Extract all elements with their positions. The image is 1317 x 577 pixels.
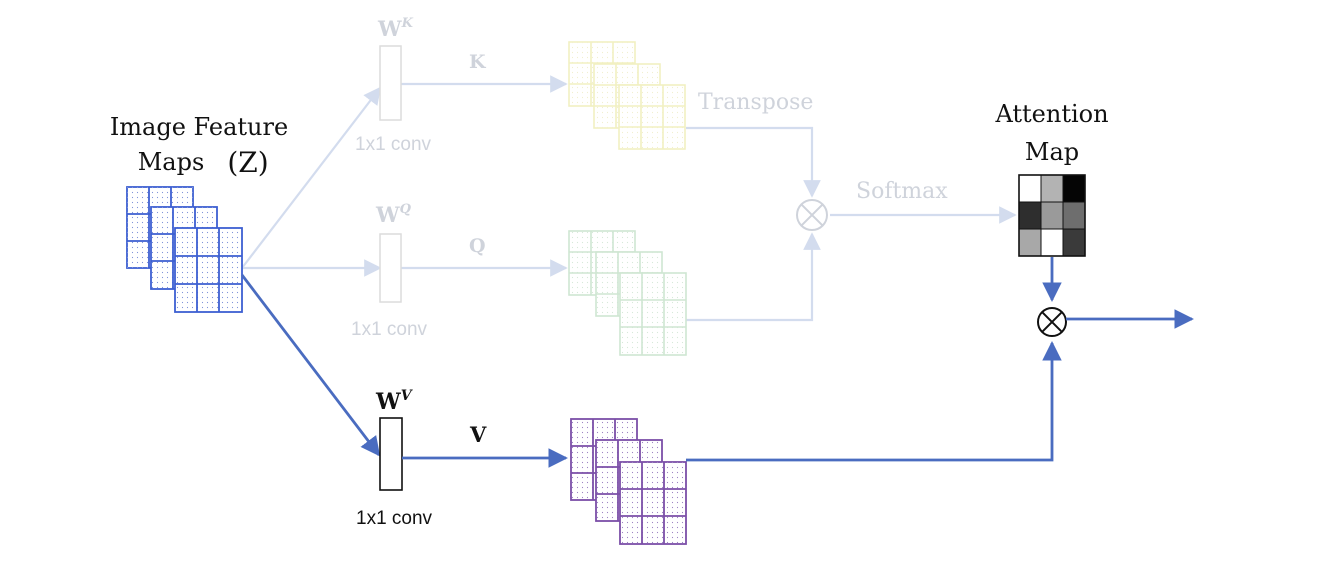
kq-multiply-node xyxy=(796,199,828,231)
wk-label: WK xyxy=(377,16,414,41)
attention-cell-r3-c3 xyxy=(1062,228,1086,257)
value-branch: WV 1x1 conv V xyxy=(240,274,1062,545)
query-feature-maps xyxy=(568,230,687,356)
input-title-line2: Maps xyxy=(138,148,205,176)
attention-cell-r1-c3 xyxy=(1062,174,1086,203)
input-title-line1: Image Feature xyxy=(110,113,288,141)
q-label: Q xyxy=(469,235,486,257)
input-map-3 xyxy=(174,227,243,313)
arrow-v-to-mult xyxy=(686,341,1062,462)
key-branch: WK 1x1 conv K Transpose xyxy=(355,16,813,155)
k-label: K xyxy=(469,51,487,73)
attention-cell-r3-c1 xyxy=(1018,228,1042,257)
attention-cell-r1-c1 xyxy=(1018,174,1042,203)
query-map-3 xyxy=(619,272,687,356)
wq-conv-box xyxy=(379,233,402,303)
attention-map-border xyxy=(1018,174,1086,257)
output-multiply-node xyxy=(1037,307,1067,337)
wq-conv-label: 1x1 conv xyxy=(351,319,428,340)
attention-map-grid xyxy=(1018,174,1086,257)
attention-title-line2: Map xyxy=(1025,138,1079,166)
attention-title-line1: Attention xyxy=(994,100,1108,128)
wq-label: WQ xyxy=(375,202,412,227)
arrow-q-to-mult xyxy=(686,232,821,322)
v-label: V xyxy=(469,422,487,447)
attention-cell-r2-c3 xyxy=(1062,201,1086,230)
arrow-input-to-wk xyxy=(241,86,382,269)
transpose-label: Transpose xyxy=(698,90,813,115)
value-feature-maps xyxy=(570,418,687,545)
wv-conv-label: 1x1 conv xyxy=(356,508,433,529)
input-feature-maps xyxy=(126,186,243,313)
faded-connectors xyxy=(241,75,1017,322)
attention-cell-r2-c2 xyxy=(1040,201,1064,230)
query-branch: WQ 1x1 conv Q xyxy=(351,202,687,356)
wk-conv-box xyxy=(379,45,402,121)
attention-cell-r3-c2 xyxy=(1040,228,1064,257)
attention-cell-r1-c2 xyxy=(1040,174,1064,203)
wv-label: WV xyxy=(375,388,414,415)
key-feature-maps xyxy=(568,41,686,150)
key-map-3 xyxy=(618,84,686,150)
arrow-input-to-wv xyxy=(240,274,381,457)
wk-conv-label: 1x1 conv xyxy=(355,134,432,155)
input-symbol: (Z) xyxy=(227,146,268,179)
value-map-3 xyxy=(619,461,687,545)
attention-cell-r2-c1 xyxy=(1018,201,1042,230)
wv-conv-box xyxy=(379,417,403,491)
arrow-k-transpose xyxy=(686,126,821,198)
attention-block: Attention Map xyxy=(994,100,1109,302)
softmax-label: Softmax xyxy=(856,179,948,204)
input-block: Image Feature Maps (Z) xyxy=(110,113,288,313)
